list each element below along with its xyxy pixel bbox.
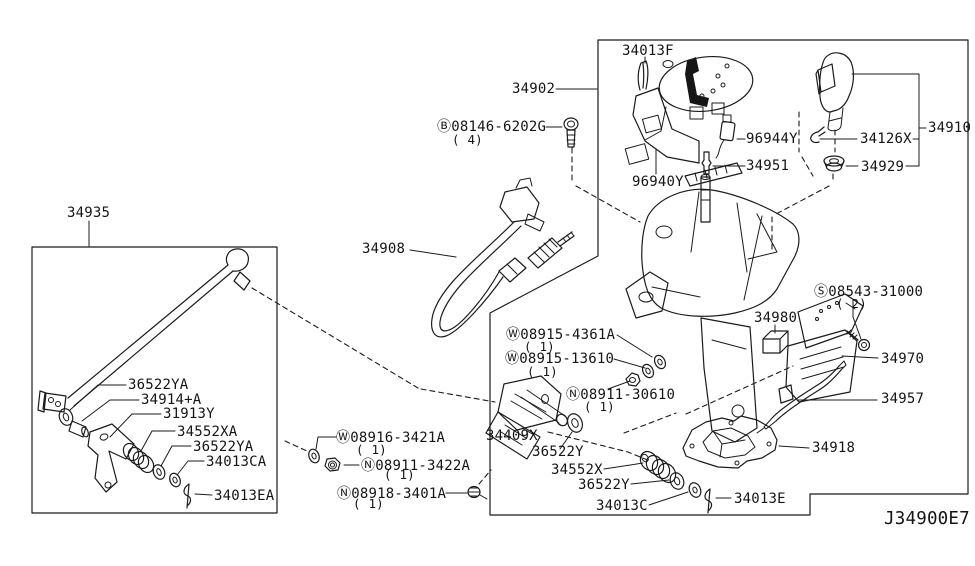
part-label-96944Y: 96944Y [746, 131, 798, 147]
part-label-08146-6202G: Ⓑ08146-6202G [437, 119, 546, 135]
bolt-08146-art [563, 117, 579, 148]
part-label-34409X: 34409X [486, 428, 538, 444]
shifter-assembly-art [625, 162, 800, 443]
cover-plate-art [624, 55, 754, 175]
control-device-box-frame [489, 39, 969, 516]
washers-nut-art [625, 354, 667, 387]
leader-lines [69, 56, 927, 506]
part-qty-08916-3421A: ( 1) [356, 442, 387, 457]
part-label-08915-4361A: Ⓦ08915-4361A [506, 327, 615, 343]
part-label-34552XA: 34552XA [177, 424, 238, 440]
part-qty-08543-31000: ( 2) [836, 296, 867, 311]
part-qty-08915-4361A: ( 1) [524, 339, 555, 354]
part-qty-08918-3401A: ( 1) [353, 496, 384, 511]
part-label-34126X: 34126X [860, 131, 912, 147]
part-label-34918: 34918 [812, 440, 855, 456]
part-label-34902: 34902 [512, 81, 555, 97]
shift-knob-art [810, 52, 855, 172]
selector-lever-box-frame [31, 246, 278, 514]
part-label-34970: 34970 [881, 351, 924, 367]
part-qty-08915-13610: ( 1) [527, 364, 558, 379]
part-labels: 34013F 34902 Ⓑ08146-6202G ( 4) 96944Y 34… [67, 43, 971, 529]
part-label-36522YA-2: 36522YA [193, 439, 254, 455]
part-label-08916-3421A: Ⓦ08916-3421A [336, 430, 445, 446]
part-label-34013E: 34013E [734, 491, 786, 507]
part-label-34980: 34980 [754, 310, 797, 326]
bracket-34409X-art [485, 375, 584, 460]
module-34970-art [756, 293, 871, 434]
part-label-34013C: 34013C [596, 498, 648, 514]
part-label-34951: 34951 [746, 158, 789, 174]
part-label-08915-13610: Ⓦ08915-13610 [505, 351, 614, 367]
base-plate-art [682, 415, 778, 469]
part-qty-08911-30610: ( 1) [584, 399, 615, 414]
selector-lever-art [37, 248, 251, 509]
part-label-08543-31000: Ⓢ08543-31000 [814, 284, 923, 300]
part-label-34929: 34929 [861, 159, 904, 175]
part-label-08918-3401A: Ⓝ08918-3401A [337, 486, 446, 502]
part-label-34013CA: 34013CA [206, 454, 267, 470]
exploded-axis-dashed-lines [251, 111, 836, 485]
part-label-08911-3422A: Ⓝ08911-3422A [361, 458, 470, 474]
diagram-code: J34900E7 [884, 509, 970, 529]
part-label-36522Y-1: 36522Y [532, 444, 584, 460]
part-label-34552X: 34552X [551, 462, 603, 478]
part-label-36522Y-2: 36522Y [578, 477, 630, 493]
part-qty-08146-6202G: ( 4) [452, 132, 483, 147]
control-cable-art [431, 177, 575, 338]
spring-washers-art [639, 450, 713, 514]
part-label-96940Y: 96940Y [632, 174, 684, 190]
part-label-08911-30610: Ⓝ08911-30610 [566, 387, 675, 403]
part-label-34935: 34935 [67, 205, 110, 221]
part-qty-08911-3422A: ( 1) [384, 467, 415, 482]
part-label-34910: 34910 [928, 120, 971, 136]
part-label-34013EA: 34013EA [214, 488, 275, 504]
part-label-31913Y: 31913Y [163, 406, 215, 422]
part-label-34957: 34957 [881, 391, 924, 407]
part-label-34914A: 34914+A [141, 392, 202, 408]
part-label-34013F: 34013F [622, 43, 674, 59]
small-fasteners-art [308, 448, 488, 500]
part-label-36522YA-1: 36522YA [128, 377, 189, 393]
part-label-34908: 34908 [362, 241, 405, 257]
